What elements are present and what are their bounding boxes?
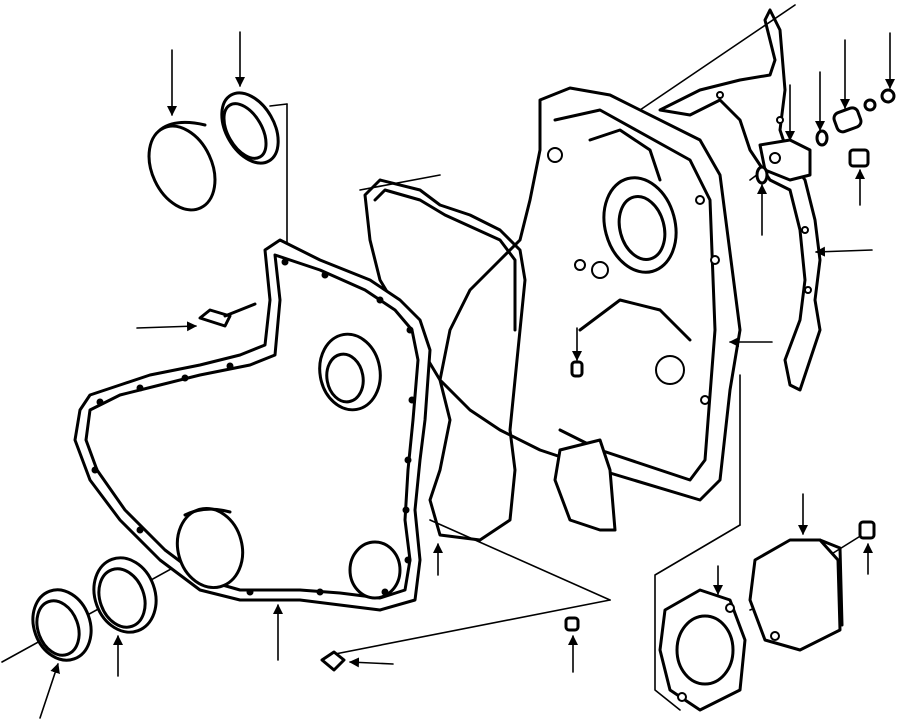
callout-arrows: [39, 31, 895, 719]
flange-bolt: [198, 302, 876, 672]
o-ring: [755, 129, 829, 185]
front-cover: [73, 238, 432, 612]
oil-seal-lower: [31, 588, 93, 662]
gear-housing: [438, 86, 742, 532]
oil-seal-upper: [220, 91, 280, 165]
plug-small: [848, 148, 870, 168]
access-cover: [748, 538, 844, 652]
seal-ring-lower: [92, 556, 158, 634]
cover-plug-large: [147, 120, 217, 212]
sensor-unit: [758, 88, 896, 182]
cover-plug-lower: [175, 506, 245, 590]
access-cover-gasket: [658, 588, 747, 712]
